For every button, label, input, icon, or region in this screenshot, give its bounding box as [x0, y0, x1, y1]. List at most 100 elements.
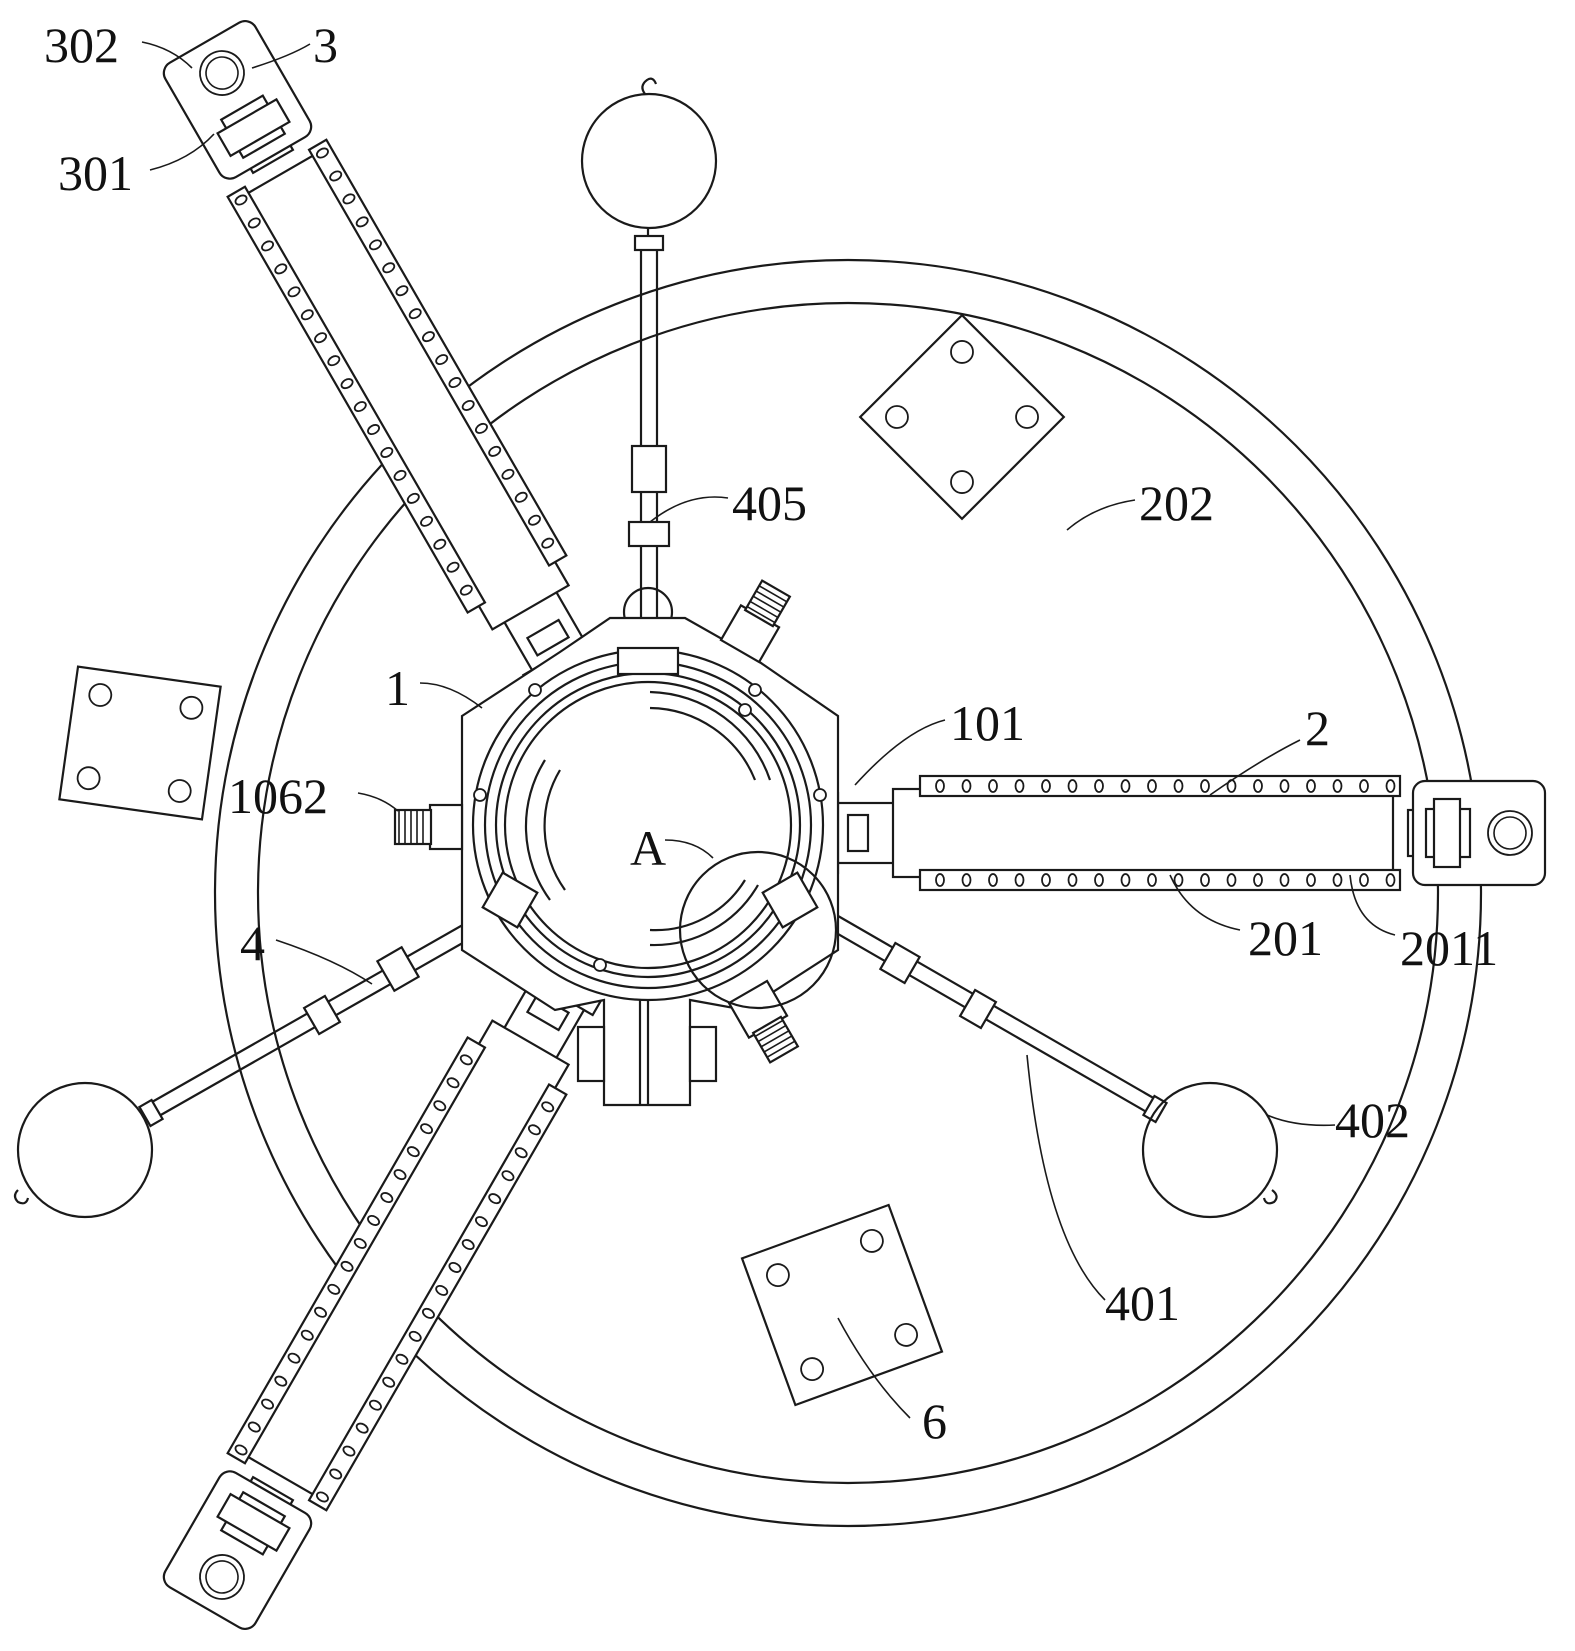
bar-hole — [340, 1260, 354, 1272]
arm-right — [808, 774, 1547, 892]
bar-hole — [314, 1306, 328, 1318]
bar-hole — [1306, 873, 1316, 887]
bar-hole — [1279, 873, 1290, 887]
bar-hole — [1253, 873, 1263, 887]
bar-hole — [315, 1491, 329, 1503]
thread-left — [398, 810, 424, 844]
bar-hole — [1306, 779, 1316, 793]
bar-hole — [1067, 873, 1078, 887]
bar-hole — [367, 1214, 381, 1226]
bar-hole — [340, 378, 354, 390]
label-101: 101 — [950, 695, 1025, 751]
rod-left — [13, 905, 504, 1219]
mount-plate-left — [58, 665, 222, 821]
bar-hole — [935, 873, 945, 887]
bar-hole — [1147, 779, 1157, 793]
arm-lower-left — [162, 949, 609, 1630]
bar-hole — [988, 779, 998, 793]
label-2: 2 — [1305, 700, 1330, 756]
label-402: 402 — [1335, 1092, 1410, 1148]
bar-hole — [541, 537, 555, 549]
bar-hole — [408, 1330, 422, 1342]
bar-hole — [1200, 873, 1210, 887]
bar-hole — [300, 1329, 314, 1341]
bar-hole — [1253, 779, 1263, 793]
bar-hole — [448, 1261, 462, 1273]
bar-hole — [1094, 873, 1104, 887]
bar-hole — [1173, 779, 1184, 793]
bar-hole — [406, 1146, 420, 1158]
hole-row — [315, 1101, 555, 1503]
rod-top — [580, 77, 718, 652]
bar-hole — [355, 1422, 369, 1434]
label-3: 3 — [313, 17, 338, 73]
bar-hole — [527, 1124, 541, 1136]
label-201: 201 — [1248, 910, 1323, 966]
bar-hole — [393, 1169, 407, 1181]
bar-hole — [234, 1444, 248, 1456]
bar-hole — [961, 873, 972, 887]
bar-hole — [368, 239, 382, 251]
bar-hole — [488, 1193, 502, 1205]
bar-hole — [1279, 779, 1290, 793]
bar-hole — [435, 1284, 449, 1296]
label-302: 302 — [44, 17, 119, 73]
bar-hole — [421, 331, 435, 343]
label-1: 1 — [385, 660, 410, 716]
bar-hole — [961, 779, 972, 793]
leader-lines — [141, 41, 1396, 1419]
bar-hole — [514, 491, 528, 503]
bar-hole — [488, 445, 502, 457]
detail-circle-a — [678, 850, 838, 1010]
outer-ring — [213, 258, 1483, 1528]
bar-hole — [420, 515, 434, 527]
bar-hole — [1014, 779, 1025, 793]
bar-hole — [459, 1054, 473, 1066]
bar-hole — [935, 779, 945, 793]
bar-hole — [342, 1445, 356, 1457]
bar-hole — [459, 584, 473, 596]
bar-hole — [1094, 779, 1104, 793]
bar-hole — [541, 1101, 555, 1113]
label-401: 401 — [1105, 1275, 1180, 1331]
labels: 302 3 301 405 202 1 101 2 1062 A 201 201… — [44, 17, 1498, 1449]
label-a: A — [630, 820, 666, 876]
bar-hole — [382, 262, 396, 274]
bar-hole — [501, 468, 515, 480]
bar-hole — [367, 424, 381, 436]
mount-plate-bottom — [740, 1203, 944, 1407]
bar-hole — [446, 561, 460, 573]
label-1062: 1062 — [228, 768, 328, 824]
bar-hole — [234, 194, 248, 206]
bar-hole — [1359, 873, 1369, 887]
label-405: 405 — [732, 475, 807, 531]
label-6: 6 — [922, 1393, 947, 1449]
bar-hole — [448, 377, 462, 389]
hole-row — [315, 147, 555, 549]
bar-hole — [353, 1237, 367, 1249]
bar-hole — [435, 354, 449, 366]
bar-hole — [274, 1375, 288, 1387]
bar-hole — [1120, 779, 1131, 793]
bar-hole — [461, 399, 475, 411]
bar-hole — [329, 170, 343, 182]
bar-hole — [342, 193, 356, 205]
bar-hole — [274, 263, 288, 275]
bar-hole — [315, 147, 329, 159]
bar-hole — [1226, 873, 1237, 887]
label-301: 301 — [58, 145, 133, 201]
bar-hole — [261, 1398, 275, 1410]
bar-hole — [353, 401, 367, 413]
hub-body — [393, 579, 840, 1107]
bar-hole — [382, 1376, 396, 1388]
bar-hole — [380, 446, 394, 458]
hole-row — [234, 1054, 473, 1456]
bar-hole — [300, 309, 314, 321]
bar-hole — [1014, 873, 1025, 887]
bar-hole — [355, 216, 369, 228]
bar-hole — [446, 1077, 460, 1089]
label-4: 4 — [240, 915, 265, 971]
bar-hole — [408, 308, 422, 320]
hole-row — [935, 873, 1396, 887]
